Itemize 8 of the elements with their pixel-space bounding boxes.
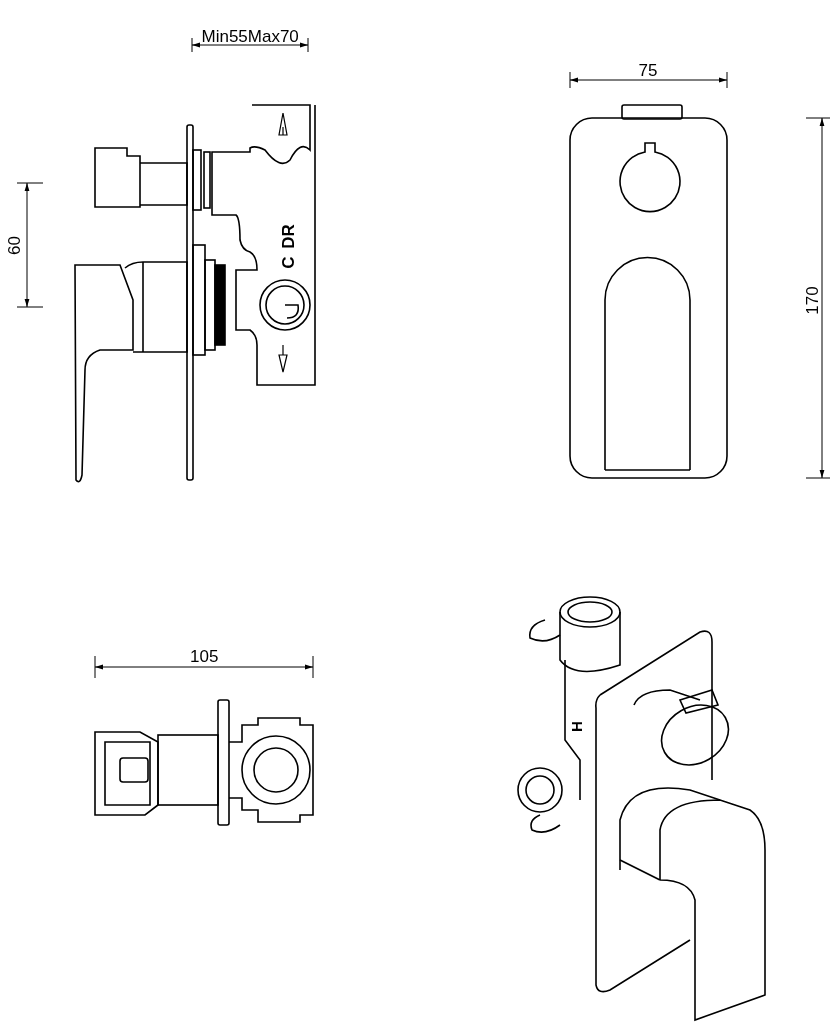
port-letter: C	[279, 255, 297, 269]
dimension-label: Min55Max70	[201, 27, 299, 45]
port-letter: DR	[279, 223, 297, 249]
dimension-label: 75	[638, 61, 658, 79]
dimension-label: 170	[803, 285, 821, 315]
dimension-label: 60	[5, 235, 23, 255]
dimension-label: 105	[190, 647, 219, 665]
port-letter: H	[568, 720, 584, 732]
